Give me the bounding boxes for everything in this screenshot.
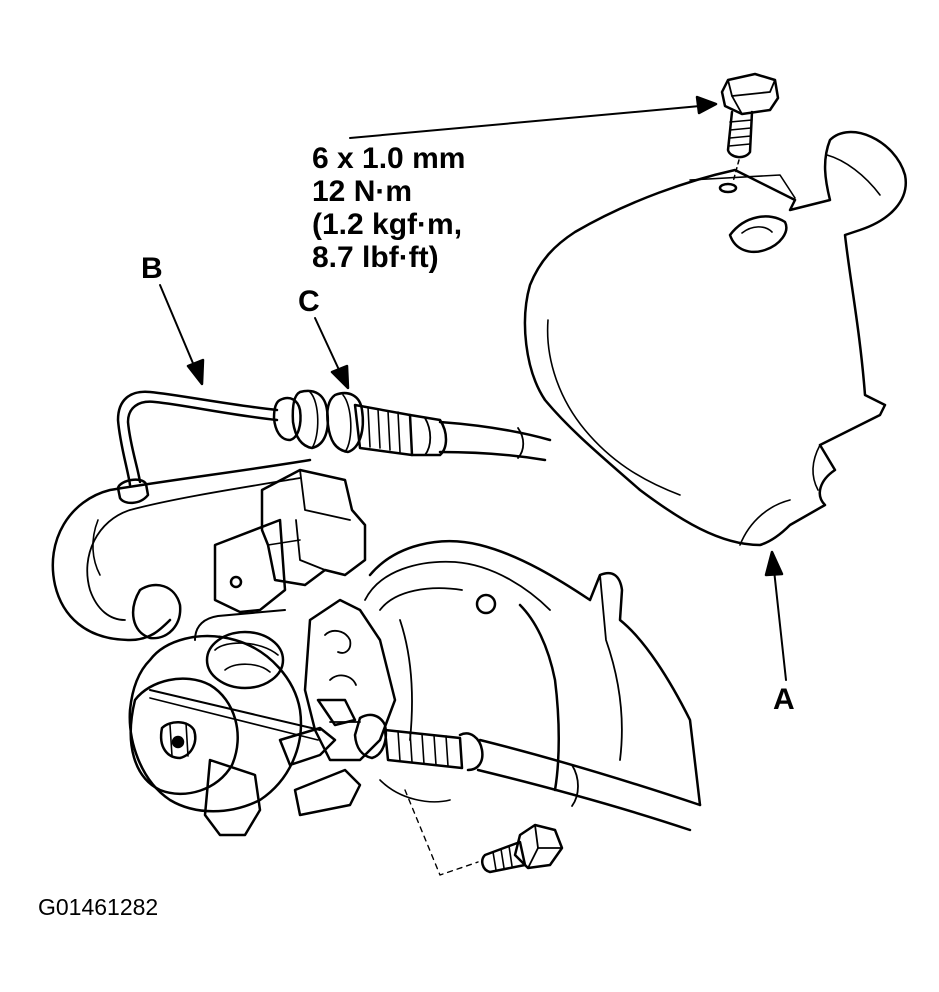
torque-kgfm-text: (1.2 kgf·m, <box>312 208 463 241</box>
cover-a <box>523 130 908 547</box>
torque-lbfft-text: 8.7 lbf·ft) <box>312 241 439 274</box>
cable-assembly <box>272 389 552 462</box>
bottom-bolt <box>404 789 564 876</box>
spec-leader-arrow <box>349 95 718 139</box>
transmission-housing <box>364 540 702 807</box>
torque-nm-text: 12 N·m <box>312 175 413 208</box>
callout-label-a: A <box>773 683 795 716</box>
callout-a-arrow <box>764 550 787 681</box>
bolt-size-text: 6 x 1.0 mm <box>312 142 466 175</box>
figure-id: G01461282 <box>38 894 159 920</box>
callout-b-arrow <box>159 284 205 386</box>
torque-spec: 6 x 1.0 mm 12 N·m (1.2 kgf·m, 8.7 lbf·ft… <box>312 142 465 274</box>
callout-c-arrow <box>314 317 350 390</box>
lower-cable <box>329 713 702 832</box>
shift-mechanism <box>128 468 397 837</box>
callout-label-b: B <box>141 252 163 285</box>
wire-b <box>116 390 279 505</box>
callout-label-c: C <box>298 285 320 318</box>
hose-left <box>51 458 312 642</box>
top-bolt <box>720 72 780 183</box>
